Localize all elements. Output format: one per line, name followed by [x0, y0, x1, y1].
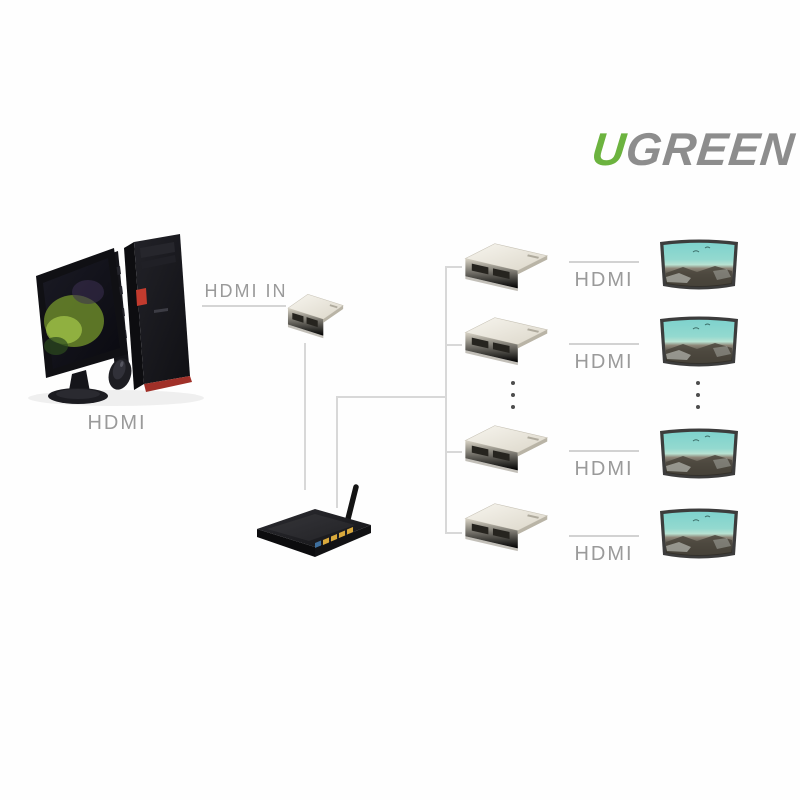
tv-icon-4 [657, 506, 741, 562]
hdmi-label-2: HDMI [574, 351, 634, 373]
hdmi-line-3 [569, 450, 639, 452]
ugreen-logo: UGREEN [589, 122, 800, 176]
receiver-box-icon-3 [458, 421, 550, 475]
ellipsis-dots-tvs [695, 381, 701, 409]
hdmi-label-1: HDMI [574, 269, 634, 291]
desktop-computer-icon [16, 226, 208, 414]
hdmi-in-underline [202, 305, 286, 307]
receiver-box-icon-4 [458, 499, 550, 553]
hdmi-label-group-1: HDMI [568, 261, 640, 292]
wireless-router-icon [253, 483, 381, 565]
connector-router-vertical [336, 396, 338, 508]
connector-transmitter-to-router [304, 343, 306, 490]
connector-stub-2 [445, 344, 462, 346]
tv-icon-1 [657, 237, 741, 293]
hdmi-label-group-4: HDMI [568, 535, 640, 566]
connector-stub-3 [445, 451, 462, 453]
monitor [36, 248, 128, 404]
pc-tower [124, 234, 192, 392]
hdmi-in-label: HDMI IN [204, 281, 288, 301]
ugreen-logo-green: GREEN [623, 123, 798, 175]
connector-stub-1 [445, 266, 462, 268]
transmitter-box-icon [283, 290, 345, 340]
tv-icon-3 [657, 426, 741, 482]
hdmi-line-1 [569, 261, 639, 263]
receiver-box-icon-2 [458, 313, 550, 367]
hdmi-label-group-3: HDMI [568, 450, 640, 481]
ellipsis-dots-receivers [510, 381, 516, 409]
hdmi-line-4 [569, 535, 639, 537]
mouse [108, 358, 132, 390]
source-hdmi-label: HDMI [87, 412, 147, 434]
hdmi-label-3: HDMI [574, 458, 634, 480]
hdmi-label-4: HDMI [574, 543, 634, 565]
connector-router-to-trunk [336, 396, 447, 398]
connector-trunk-vertical [445, 266, 447, 534]
hdmi-label-group-2: HDMI [568, 343, 640, 374]
receiver-box-icon-1 [458, 239, 550, 293]
tv-icon-2 [657, 314, 741, 370]
connector-stub-4 [445, 532, 462, 534]
hdmi-line-2 [569, 343, 639, 345]
